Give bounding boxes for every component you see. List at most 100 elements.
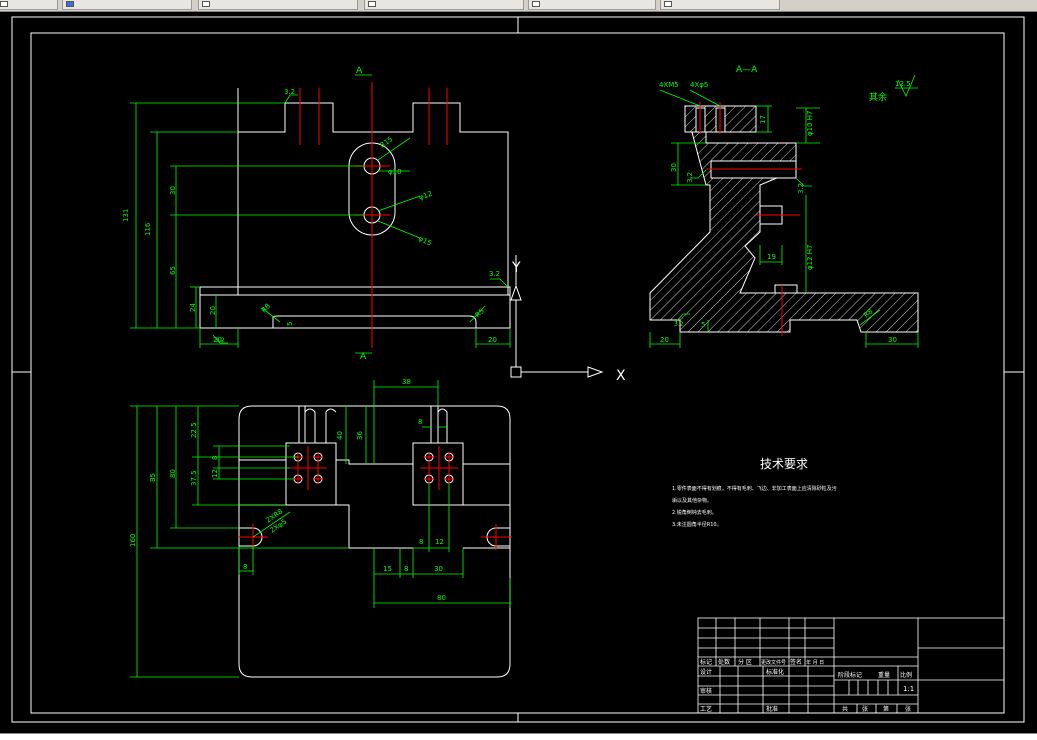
front-view-dimensions [130, 74, 511, 354]
dim-131: 131 [122, 209, 130, 222]
dim-20b: 20 [488, 336, 497, 344]
section-view-centerlines [699, 102, 802, 336]
file-icon [368, 1, 376, 7]
ucs-x-label: X [616, 368, 626, 384]
tb-fenqu: 分 区 [738, 658, 752, 666]
roughness-left: 3.2 [686, 172, 694, 183]
title-block-text: 标记 处数 分 区 更改文件号 签名 年 月 日 设计 标准化 审核 工艺 批准… [700, 658, 914, 713]
tb-pizhun: 批准 [766, 705, 778, 713]
tab-4[interactable] [364, 0, 524, 10]
dim-80: 80 [169, 469, 177, 478]
dim-5: 5 [286, 322, 294, 326]
dim-17: 17 [759, 115, 767, 124]
dim-12b: 12 [435, 538, 444, 546]
tech-req-line-1: 1.零件表面不得有划痕，不得有毛刺、飞边、非加工表面上应清除砂粒及污 [672, 485, 837, 492]
tb-gong: 共 [842, 705, 848, 713]
file-icon [664, 1, 672, 7]
section-view-dim-text: A—A 4XM5 4Xφ5 17 φ10 H7 30 φ12 H7 19 5 2… [659, 65, 911, 344]
top-view-dimensions [130, 380, 511, 678]
tech-req-title: 技术要求 [760, 457, 808, 471]
dim-30: 30 [169, 186, 177, 195]
section-view-dimensions [649, 74, 919, 348]
tb-scale: 1:1 [903, 685, 914, 693]
dim-38: 38 [402, 378, 411, 386]
front-view [199, 88, 511, 329]
dim-20v: 20 [209, 306, 217, 315]
other-label: 其余 [869, 91, 887, 103]
dim-phi10: φ10 [388, 168, 402, 176]
roughness-bottom: 3.2 [215, 337, 225, 344]
tab-5[interactable] [528, 0, 656, 10]
tab-6[interactable] [660, 0, 780, 10]
label-4phi5: 4Xφ5 [690, 81, 708, 89]
tb-zhongliang: 重量 [878, 671, 890, 679]
dim-8e: 8 [419, 538, 423, 546]
dim-phi12: φ12 [418, 190, 433, 202]
tb-qianming: 签名 [790, 658, 802, 666]
title-block [697, 617, 1005, 714]
tb-chushu: 处数 [718, 658, 730, 666]
dim-8c: 8 [243, 563, 247, 571]
tech-req-line-3: 2.锐角倒钝去毛刺。 [672, 509, 717, 516]
tb-biaoji: 标记 [700, 658, 712, 666]
command-line[interactable] [0, 733, 1037, 740]
tb-bili: 比例 [900, 671, 912, 679]
tb-gongyi: 工艺 [700, 705, 712, 713]
tech-req-line-2: 垢以及其他杂物。 [672, 497, 712, 504]
dim-r5: R5 [474, 307, 486, 319]
tb-shenhe: 审核 [700, 687, 712, 695]
tab-2[interactable] [62, 0, 192, 10]
file-icon [0, 1, 8, 7]
dim-8d: 8 [404, 565, 408, 573]
dim-phi10h7: φ10 H7 [806, 111, 814, 136]
cad-drawing: 131 116 30 65 24 20 20 20 5 R8 R5 R15 φ1… [11, 16, 1025, 723]
dim-r15: R15 [379, 135, 395, 149]
dim-5: 5 [701, 321, 705, 329]
tab-1[interactable] [0, 0, 58, 10]
dim-40: 40 [336, 431, 344, 440]
tb-zhang1: 张 [862, 705, 868, 713]
dim-8b: 8 [211, 456, 219, 460]
ucs-y-label: Y [511, 260, 521, 276]
section-marker-bottom: A [360, 352, 367, 362]
dim-80b: 80 [437, 594, 446, 602]
front-view-dim-text: 131 116 30 65 24 20 20 20 5 R8 R5 R15 φ1… [122, 66, 500, 362]
tb-nianyueri: 年 月 日 [806, 659, 824, 666]
dim-19: 19 [767, 253, 776, 261]
drawing-canvas[interactable]: 131 116 30 65 24 20 20 20 5 R8 R5 R15 φ1… [0, 12, 1037, 733]
roughness-top: 3.2 [284, 88, 295, 96]
dim-20: 20 [660, 336, 669, 344]
dim-24: 24 [189, 303, 197, 312]
section-view [649, 105, 919, 333]
dim-30: 30 [670, 163, 678, 172]
dim-8: 8 [418, 418, 422, 426]
dim-20a: 20 [213, 336, 222, 344]
tab-3[interactable] [198, 0, 358, 10]
dim-36: 36 [356, 431, 364, 440]
dim-160: 160 [129, 534, 137, 547]
top-view-dim-text: 38 8 36 40 22.5 8 12 37.5 80 85 160 2XR8… [129, 378, 446, 602]
tb-biaozhunhua: 标准化 [766, 668, 784, 676]
other-roughness: 12.5 [895, 80, 911, 88]
section-marker-top: A [356, 66, 363, 76]
drawing-icon [66, 1, 74, 7]
file-icon [532, 1, 540, 7]
tb-sheji: 设计 [700, 668, 712, 676]
dim-15: 15 [383, 565, 392, 573]
dim-phi12h7: φ12 H7 [806, 245, 814, 270]
dim-65: 65 [169, 266, 177, 275]
drawing-tab-bar [0, 0, 1037, 12]
roughness-right: 3.2 [797, 183, 805, 194]
roughness-foot: 3.2 [674, 321, 684, 328]
drawing-frame [11, 16, 1025, 723]
tb-di: 第 [883, 705, 889, 713]
technical-requirements: 技术要求 1.零件表面不得有划痕，不得有毛刺、飞边、非加工表面上应清除砂粒及污 … [672, 457, 837, 528]
top-view [238, 405, 511, 678]
tb-zhang2: 张 [905, 705, 911, 713]
ucs-icon [510, 255, 604, 378]
tb-gengai: 更改文件号 [761, 659, 786, 666]
dim-30b: 30 [888, 336, 897, 344]
dim-12: 12 [211, 469, 219, 478]
tb-jieduan: 阶段标记 [838, 671, 862, 679]
dim-phi15: φ15 [417, 235, 433, 248]
